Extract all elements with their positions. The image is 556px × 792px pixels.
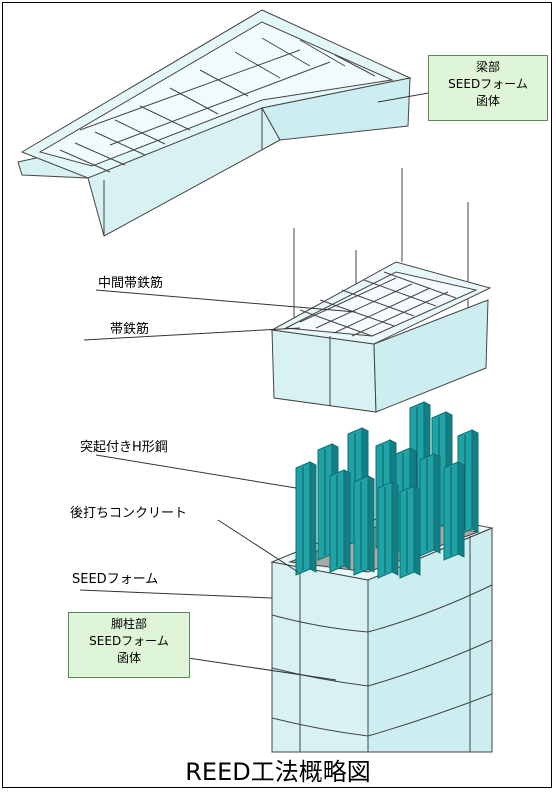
seed-form-leader <box>79 589 273 599</box>
pier-front-face <box>271 561 369 753</box>
h-steel-column <box>419 453 441 557</box>
beam-leader <box>377 91 435 103</box>
pier-callout-line2: SEEDフォーム <box>89 634 169 648</box>
h-steel-column <box>377 481 399 579</box>
middle-hoop-leader <box>95 289 357 313</box>
seed-form-label: SEEDフォーム <box>72 572 159 587</box>
hoop-leader <box>83 327 301 341</box>
h-steel-leader <box>95 454 297 489</box>
diagram-caption: REED工法概略図 <box>185 758 371 786</box>
post-concrete-label: 後打ちコンクリート <box>70 506 188 521</box>
h-steel-column <box>443 461 465 561</box>
beam-callout-line3: 函体 <box>475 94 500 108</box>
h-steel-group <box>295 401 479 579</box>
hoop-right-face <box>373 299 489 413</box>
post-concrete-leader <box>217 519 299 573</box>
hoop-label: 帯鉄筋 <box>110 322 150 337</box>
pier-callout-leader <box>187 657 337 681</box>
beam-callout-line1: 梁部 <box>475 60 500 74</box>
beam-callout-line2: SEEDフォーム <box>448 77 528 91</box>
h-steel-column <box>353 475 375 576</box>
beam-right-face <box>261 77 411 141</box>
pier-callout: 脚柱部 SEEDフォーム 函体 <box>68 612 190 678</box>
h-steel-label: 突起付きH形鋼 <box>80 440 168 455</box>
beam-callout: 梁部 SEEDフォーム 函体 <box>428 55 548 121</box>
h-steel-column <box>399 485 421 579</box>
middle-hoop-label: 中間帯鉄筋 <box>98 276 164 291</box>
pier-callout-line3: 函体 <box>116 651 141 665</box>
hoop-cage <box>270 168 492 413</box>
beam-box <box>17 9 412 237</box>
h-steel-column <box>295 461 317 576</box>
pier-callout-line1: 脚柱部 <box>110 617 147 631</box>
h-steel-column <box>329 469 351 573</box>
